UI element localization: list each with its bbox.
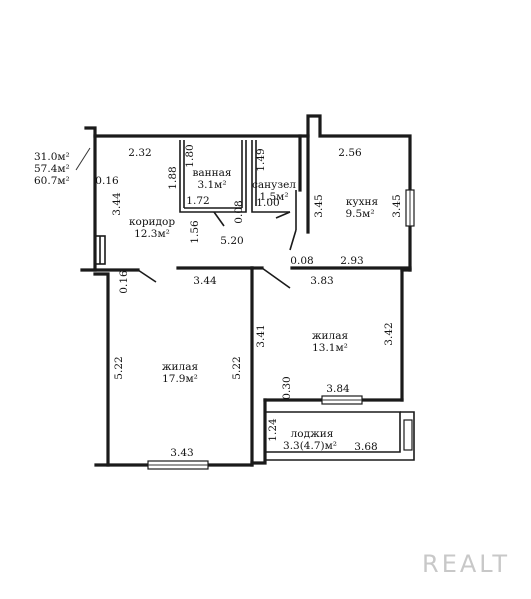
toilet-name: санузел xyxy=(252,179,296,191)
dim-living2-top: 3.83 xyxy=(310,275,333,287)
living1-name: жилая xyxy=(162,361,199,373)
living2-door xyxy=(261,267,291,289)
dim-kitchen-left-h: 3.45 xyxy=(313,194,325,217)
toilet-door xyxy=(275,211,291,219)
summary-total-area: 57.4м² xyxy=(34,163,70,175)
dim-wall-016-top: 0.16 xyxy=(95,175,119,187)
bathroom-name: ванная xyxy=(192,167,231,179)
dim-living2-bottom: 3.84 xyxy=(326,383,350,395)
dim-living1-left: 5.22 xyxy=(113,356,125,379)
dim-kitchen-right-h: 3.45 xyxy=(391,194,403,217)
living2-area: 13.1м² xyxy=(312,342,348,354)
summary-total-with-loggia: 60.7м² xyxy=(34,175,70,187)
summary-living-area: 31.0м² xyxy=(34,151,70,163)
kitchen-area: 9.5м² xyxy=(345,208,374,220)
dim-wall-016-left: 0.16 xyxy=(118,270,130,294)
dim-corridor-w: 5.20 xyxy=(220,235,243,247)
living1-area: 17.9м² xyxy=(162,373,198,385)
windows xyxy=(147,189,415,470)
dim-kitchen-top: 2.56 xyxy=(338,147,362,159)
outer-walls xyxy=(80,114,415,467)
toilet-area: 1.5м² xyxy=(259,191,288,203)
dim-bath-h: 1.80 xyxy=(184,144,196,167)
dim-living2-left: 3.41 xyxy=(255,324,267,347)
dim-corridor-h: 3.44 xyxy=(111,192,123,216)
kitchen-name: кухня xyxy=(346,196,379,208)
dim-loggia-w: 3.68 xyxy=(354,441,377,453)
corridor-name: коридор xyxy=(129,216,175,228)
dim-kitchen-bottom: 2.93 xyxy=(340,255,363,267)
bathroom-area: 3.1м² xyxy=(197,179,226,191)
dim-living1-right: 5.22 xyxy=(231,356,243,379)
dim-loggia-h: 1.24 xyxy=(267,418,279,442)
living1-door xyxy=(137,269,157,283)
inner-walls xyxy=(93,134,412,272)
loggia-name: лоджия xyxy=(291,428,334,440)
watermark-logo: REALT xyxy=(422,550,510,578)
dim-wall-030: 0.30 xyxy=(281,376,293,399)
loggia-area: 3.3(4.7)м² xyxy=(283,440,337,452)
loggia-window xyxy=(403,419,413,451)
dimensions: 2.32 2.56 1.80 1.49 0.16 3.44 1.88 1.72 … xyxy=(95,144,403,459)
dim-living1-top: 3.44 xyxy=(193,275,217,287)
room-labels: ванная 3.1м² санузел 1.5м² кухня 9.5м² к… xyxy=(129,167,379,452)
bathroom-door xyxy=(213,211,225,227)
dim-toilet-w: 1.00 xyxy=(256,197,279,209)
dim-bath-left-h: 1.88 xyxy=(167,166,179,189)
dim-gap-008: 0.08 xyxy=(233,200,245,223)
kitchen-door xyxy=(289,229,297,251)
dim-kitchen-gap: 0.08 xyxy=(290,255,313,267)
dim-corridor-inner-h: 1.56 xyxy=(189,220,201,244)
dim-living2-right: 3.42 xyxy=(383,322,395,345)
living2-name: жилая xyxy=(312,330,349,342)
doors xyxy=(137,211,297,289)
dim-toilet-h: 1.49 xyxy=(255,148,267,171)
dim-top-left: 2.32 xyxy=(128,147,151,159)
corridor-area: 12.3м² xyxy=(134,228,170,240)
area-summary: 31.0м² 57.4м² 60.7м² xyxy=(34,147,91,187)
dim-living1-bottom: 3.43 xyxy=(170,447,193,459)
dim-bath-w: 1.72 xyxy=(186,195,209,207)
